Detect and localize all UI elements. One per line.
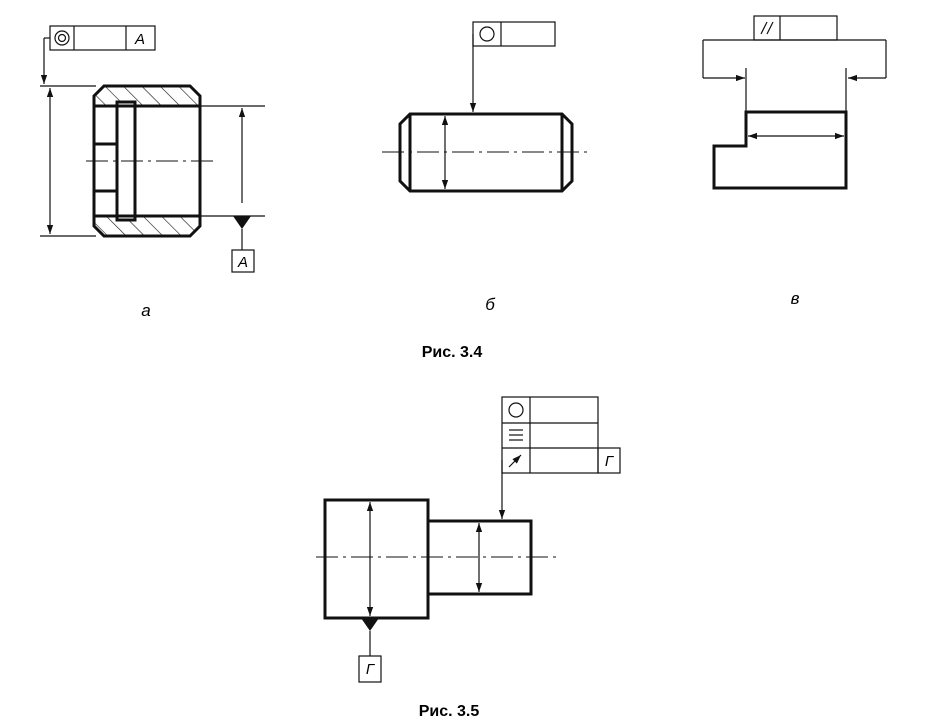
subfigure-a: А А: [40, 25, 265, 320]
subfigure-label-a: а: [141, 301, 150, 320]
frame-a-datum: А: [134, 31, 145, 48]
tolerance-frame-a: А: [49, 25, 156, 51]
datum-box-a-letter: А: [237, 254, 248, 271]
subfigure-label-b: б: [485, 295, 496, 314]
datum-box-g: [358, 655, 382, 683]
figure-caption-3-4: Рис. 3.4: [422, 344, 483, 361]
tolerance-frame-c: [753, 15, 838, 41]
tolerance-frame-multi: Г: [501, 396, 621, 474]
shaft-view: [382, 112, 590, 193]
leader-bracket: [702, 39, 887, 112]
bushing-section: [86, 84, 216, 238]
roundness-icon: [479, 26, 495, 42]
datum-box-g-letter: Г: [366, 661, 376, 678]
runout-icon: [508, 454, 522, 468]
roundness-icon: [508, 402, 524, 418]
frame-row-3-datum: Г: [605, 453, 615, 470]
parallelism-icon: [760, 21, 774, 35]
subfigure-c: в: [702, 15, 887, 308]
outer-dimension: [40, 85, 96, 237]
tolerance-frame-b: [472, 21, 556, 47]
figure-3-5: Г Г: [316, 396, 621, 683]
datum-triangle: [361, 618, 379, 631]
step-block: [712, 110, 848, 190]
figure-caption-3-5: Рис. 3.5: [419, 703, 480, 720]
datum-triangle: [233, 216, 251, 229]
stepped-shaft: Г: [316, 498, 556, 683]
subfigure-label-c: в: [791, 289, 800, 308]
subfigure-b: б: [382, 21, 590, 314]
straightness-icon: [509, 429, 523, 441]
datum-box-a: [231, 249, 255, 273]
concentricity-icon: [54, 30, 70, 46]
bore-dimension: А: [200, 105, 265, 273]
